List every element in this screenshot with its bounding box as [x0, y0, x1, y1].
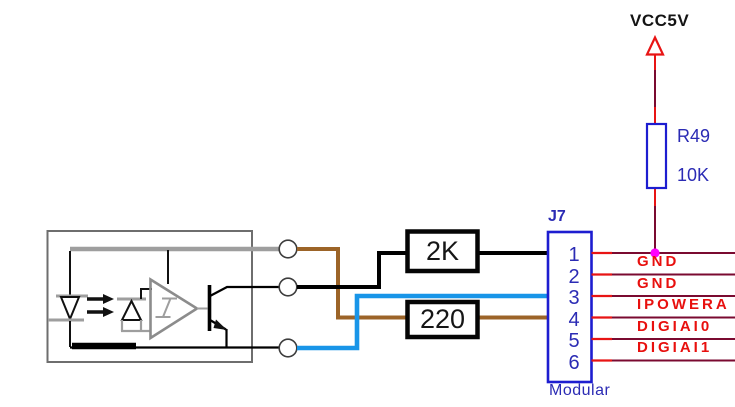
optocoupler-outline	[46, 230, 253, 363]
terminal-circle-middle	[278, 277, 298, 297]
net-wires	[612, 252, 735, 362]
connector-pin-stubs	[591, 251, 612, 362]
terminal-circle-top	[278, 239, 298, 259]
connector-pin-number-3: 3	[568, 287, 580, 309]
photodiode-symbol	[117, 288, 152, 333]
resistor-r49-ref: R49	[677, 126, 711, 146]
connector-pin-number-1: 1	[568, 244, 580, 266]
connector-pin-number-4: 4	[568, 308, 580, 331]
connector-ref: J7	[548, 208, 566, 225]
connector-pin-number-6: 6	[568, 351, 580, 374]
net-label-ipowera: IPOWERA	[637, 296, 730, 313]
wire-black	[297, 251, 548, 289]
light-arrows-icon	[87, 294, 114, 317]
net-label-digiai1: DIGIAI1	[637, 339, 713, 356]
net-label-gnd-1: GND	[637, 253, 680, 270]
vcc-branch	[645, 34, 668, 253]
connector-j7-box	[546, 230, 593, 384]
connector-pin-number-5: 5	[568, 330, 580, 352]
net-label-digiai0: DIGIAI0	[637, 317, 713, 335]
transistor-symbol	[207, 285, 279, 348]
resistor-2k-box	[405, 229, 480, 274]
resistor-220-value: 220	[419, 304, 466, 334]
wire-blue	[297, 293, 548, 351]
wire-brown	[297, 247, 548, 320]
schmitt-buffer-symbol	[149, 250, 208, 341]
resistor-r49-value: 10K	[677, 165, 710, 185]
resistor-2k-value: 2K	[425, 235, 460, 266]
junction-dot	[650, 248, 660, 258]
resistor-r49-box	[645, 122, 668, 190]
vcc-power-arrow-icon	[645, 34, 665, 56]
connector-type-label: Modular	[549, 382, 611, 399]
optocoupler-symbol	[46, 230, 279, 363]
net-label-gnd-2: GND	[637, 274, 680, 292]
resistor-220-box	[405, 299, 480, 340]
terminal-circle-bottom	[278, 338, 298, 358]
terminal-circles	[278, 239, 298, 358]
led-symbol	[48, 251, 88, 347]
connector-pin-number-2: 2	[568, 265, 580, 288]
vcc-net-label: VCC5V	[630, 11, 690, 30]
